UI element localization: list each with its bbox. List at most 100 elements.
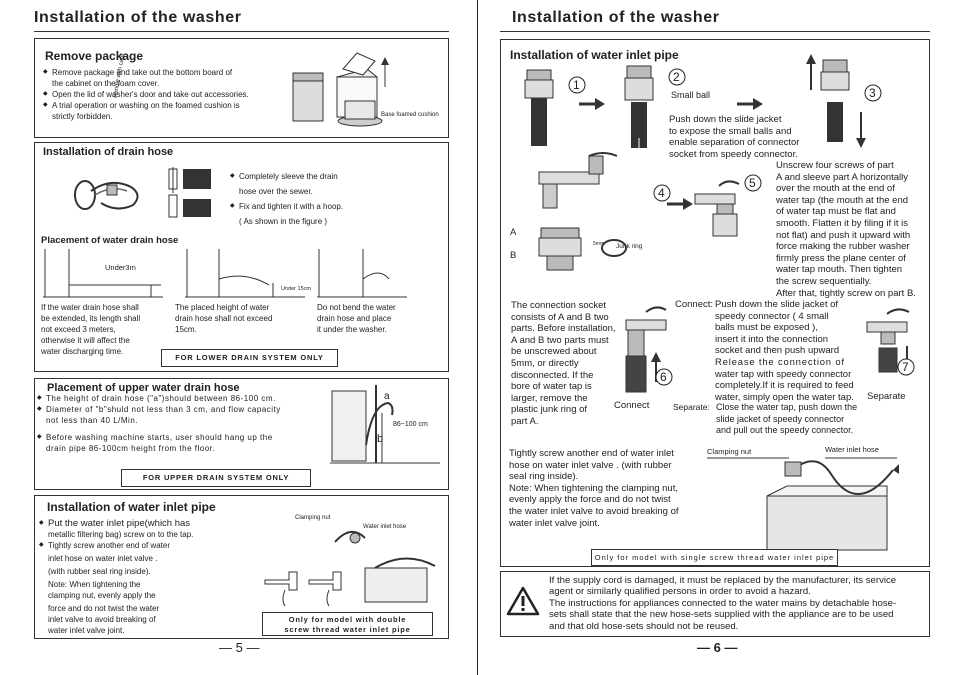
list-item: Fix and tighten it with a hoop. (230, 199, 370, 214)
text-line: enable separation of connector (669, 137, 800, 149)
text-line: it under the washer. (317, 325, 387, 334)
text-line: water tap (the mouth at the end (776, 194, 909, 206)
list-item: Open the lid of washer's door and take o… (43, 89, 278, 100)
text-line: parts. Before installation, (511, 323, 616, 335)
lower-drain-note: FOR LOWER DRAIN SYSTEM ONLY (161, 349, 338, 367)
text-line: balls must be exposed ), (715, 322, 818, 334)
text-line: be unscrewed about (511, 346, 597, 358)
step2-text: Push down the slide jacket to expose the… (669, 114, 819, 160)
step2-number: 2 (673, 70, 680, 84)
text-line: and pull out the speedy connector. (716, 425, 854, 436)
drain-hose-heading: Installation of drain hose (43, 146, 174, 158)
text-line: evenly apply the force and do not twist (509, 494, 671, 506)
base-cushion-label: Base foamed cushion (381, 112, 439, 118)
text-line: A and B two parts must (511, 334, 609, 346)
left-page-title: Installation of the washer (34, 9, 242, 26)
text-line: drain hose and place (317, 314, 392, 323)
list-item: The height of drain hose ("a")should bet… (37, 393, 317, 404)
separate-label: Separate: (673, 402, 710, 412)
right-inlet-section: Installation of water inlet pipe 1 2 Sma… (500, 39, 930, 567)
text-line: firmly press the plane center of (776, 252, 906, 264)
upper-drain-heading: Placement of upper water drain hose (47, 382, 240, 394)
drain-hose-text: Completely sleeve the drain hose over th… (230, 169, 370, 229)
warning-triangle-icon (506, 586, 540, 616)
remove-package-heading: Remove package (45, 49, 144, 63)
text-line: Unscrew four screws of part (776, 160, 894, 171)
right-inlet-hose-label: Water inlet hose (825, 445, 879, 454)
text-line: bore of water tap is (511, 381, 592, 393)
left-title-rule (34, 31, 449, 32)
drain-hose-sewer-illustration (168, 167, 211, 218)
text-line: Close the water tap, push down the (716, 402, 858, 412)
drain-hose-coil-illustration (74, 180, 139, 210)
text-line: consists of A and B two (511, 311, 609, 323)
text-line: part A. (511, 415, 539, 427)
text-line: larger, remove the (511, 392, 588, 404)
list-item: Before washing machine starts, user shou… (37, 432, 317, 443)
text-line: Tightly screw another end of water inlet (509, 448, 674, 459)
text-line: slide jacket of speedy connector (716, 413, 845, 424)
washer-package-illustration (292, 52, 389, 127)
warning-section: If the supply cord is damaged, it must b… (500, 571, 930, 637)
connect-text: Push down the slide jacket of speedy con… (715, 299, 875, 403)
text-line: After that, tightly screw on part B. (776, 287, 916, 299)
note-line: Only for model with double (288, 615, 407, 624)
drain-hose-section: Installation of drain hose Completely sl… (34, 142, 449, 372)
step6-connect-illustration (625, 306, 667, 393)
list-item: Tightly screw another end of water (39, 540, 239, 551)
text-line: and that old hose-sets should not be reu… (549, 620, 739, 632)
list-item: metallic filtering bag) screw on to the … (48, 530, 194, 539)
drain-col3-text: Do not bend the water drain hose and pla… (317, 302, 442, 335)
separate-text: Close the water tap, push down the slide… (716, 402, 876, 437)
text-line: 15cm. (175, 325, 197, 334)
step6-number: 6 (660, 370, 667, 384)
remove-package-section: Remove package Remove package and take o… (34, 38, 449, 138)
text-line: If the water drain hose shall (41, 303, 139, 312)
arrow-4-to-5 (667, 198, 693, 210)
list-item: strictly forbidden. (52, 112, 113, 121)
text-line: disconnected. If the (511, 369, 594, 381)
text-line: seal ring inside). (509, 471, 579, 483)
text-line: If the supply cord is damaged, it must b… (549, 575, 897, 586)
text-line: agent or similarly qualified persons in … (549, 586, 811, 598)
under15cm-label: Under 15cm (281, 286, 311, 292)
list-item: not less than 40 L/Min. (46, 416, 138, 425)
text-line: insert it into the connection (715, 333, 829, 345)
text-line: Note: When tightening the clamping nut, (509, 482, 678, 494)
remove-package-text: Remove package and take out the bottom b… (43, 67, 278, 122)
right-inlet-heading: Installation of water inlet pipe (510, 48, 679, 62)
upper-drain-note: FOR UPPER DRAIN SYSTEM ONLY (121, 469, 311, 487)
drain-hose-bend-illustration (317, 249, 407, 298)
step7-number: 7 (902, 360, 909, 374)
list-item: the cabinet on the foam cover. (52, 79, 160, 88)
text-line: Push down the slide jacket (669, 114, 782, 125)
warning-text: If the supply cord is damaged, it must b… (549, 575, 927, 632)
connect-caption: Connect (614, 400, 650, 411)
text-line: force making the rubber washer (776, 241, 910, 253)
single-thread-inlet-illustration (707, 457, 899, 551)
step4-number: 4 (658, 186, 665, 200)
text-line: water tap mouth. Then tighten (776, 264, 903, 276)
text-line: water tap with speedy connector (715, 368, 852, 380)
upper-drain-section: Placement of upper water drain hose The … (34, 378, 449, 490)
right-bottom-text: Tightly screw another end of water inlet… (509, 448, 709, 529)
text-line: plastic junk ring of (511, 404, 588, 416)
step3-circle: 3 (864, 84, 882, 102)
left-inlet-text: Put the water inlet pipe(which has metal… (39, 518, 239, 636)
part-a-label: A (510, 227, 517, 238)
text-line: A and sleeve part A horizontally (776, 171, 909, 183)
text-line: otherwise it will affect the (41, 336, 130, 345)
socket-text: The connection socket consists of A and … (511, 300, 631, 428)
text-line: The placed height of water (175, 303, 270, 312)
step4-circle: 4 (653, 184, 671, 202)
under3m-label: Under3m (105, 263, 136, 272)
note-line: screw thread water inlet pipe (284, 625, 411, 634)
separate-caption: Separate (867, 391, 906, 402)
text-line: drain hose shall not exceed (175, 314, 273, 323)
text-line: to expose the small balls and (669, 125, 792, 137)
upper-drain-text: The height of drain hose ("a")should bet… (37, 393, 317, 454)
list-item: A trial operation or washing on the foam… (43, 100, 278, 111)
upper-drain-a-label: a (384, 391, 390, 402)
left-clamping-nut-label: Clamping nut (295, 515, 331, 521)
list-item: inlet valve to avoid breaking of (48, 615, 156, 624)
